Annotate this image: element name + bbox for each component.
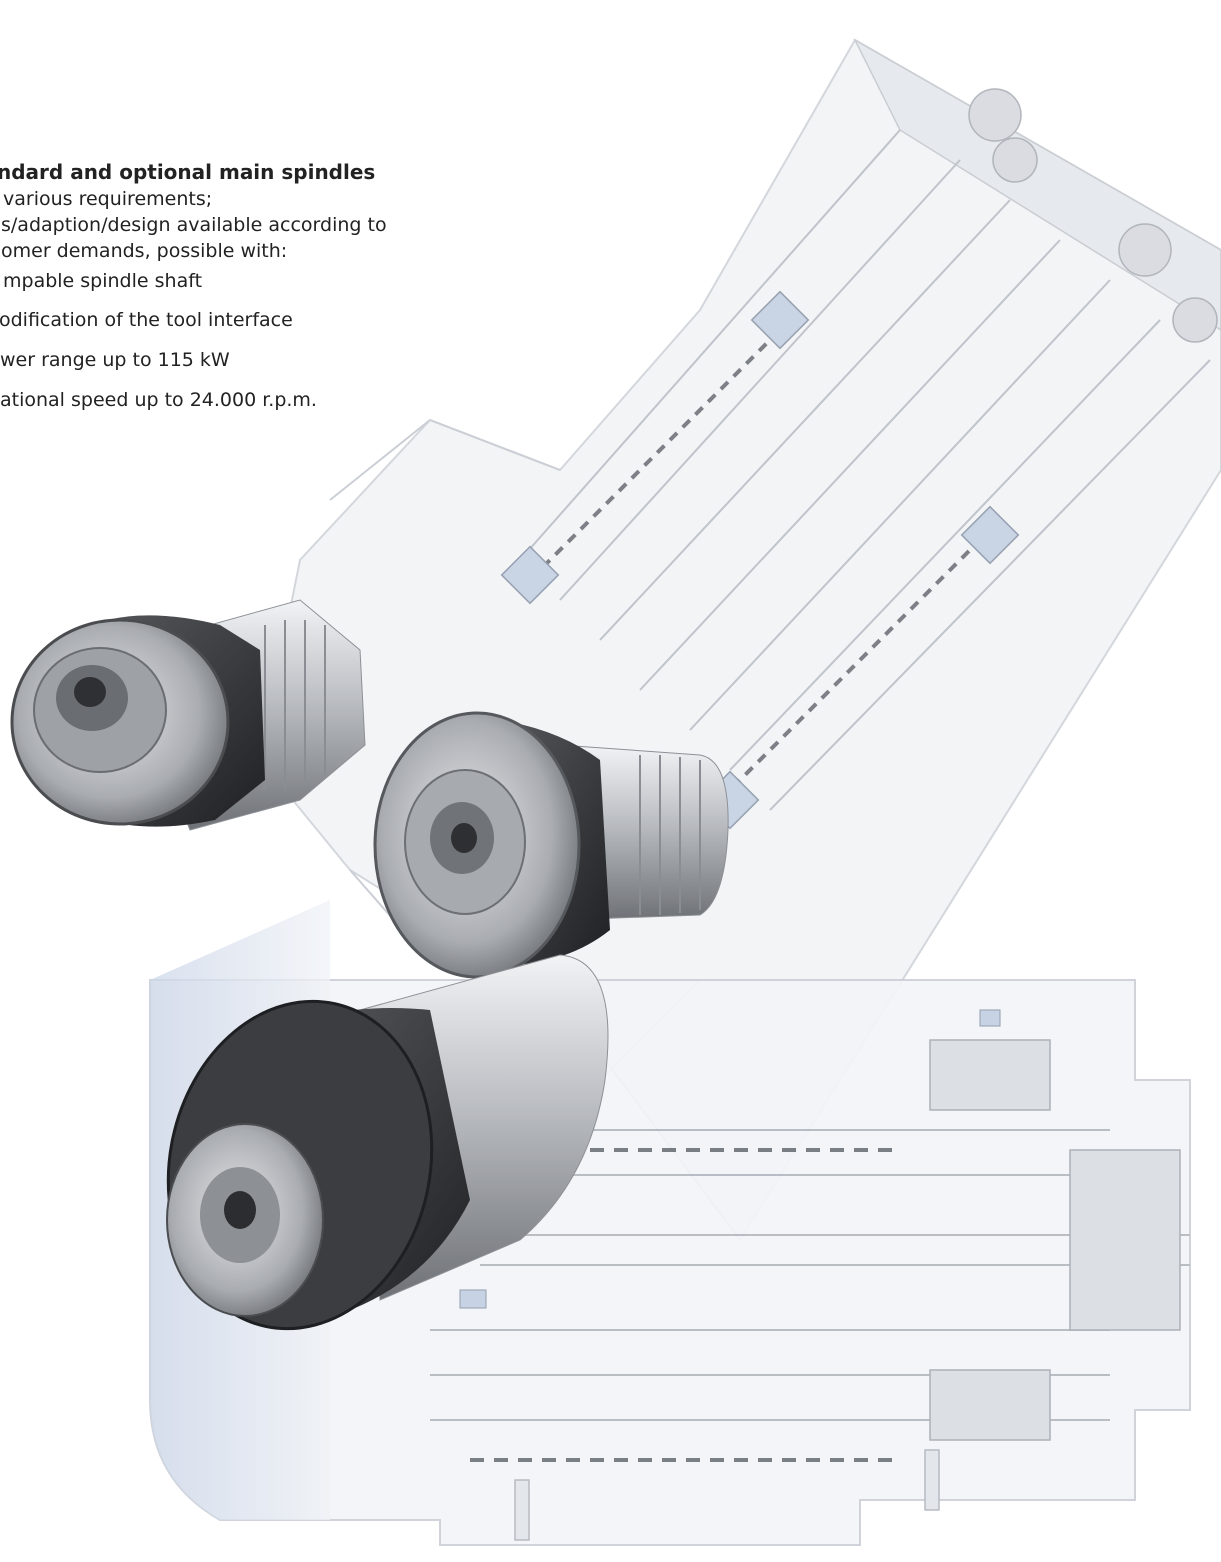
description-line: various requirements; <box>3 188 213 210</box>
description-line: omer demands, possible with: <box>1 240 288 262</box>
section-heading: ndard and optional main spindles <box>0 160 376 184</box>
feature-item: wer range up to 115 kW <box>0 349 230 371</box>
description-line: s/adaption/design available according to <box>1 214 387 236</box>
feature-text: ndard and optional main spindles various… <box>0 158 470 420</box>
spindle-photo-top <box>10 599 366 831</box>
feature-list: mpable spindle shaft odification of the … <box>0 266 470 420</box>
feature-item: mpable spindle shaft <box>3 270 203 292</box>
feature-item: ational speed up to 24.000 r.p.m. <box>0 389 317 411</box>
spindle-photo-middle <box>373 711 729 979</box>
feature-item: odification of the tool interface <box>0 309 293 331</box>
spindle-photo-bottom <box>166 954 609 1331</box>
